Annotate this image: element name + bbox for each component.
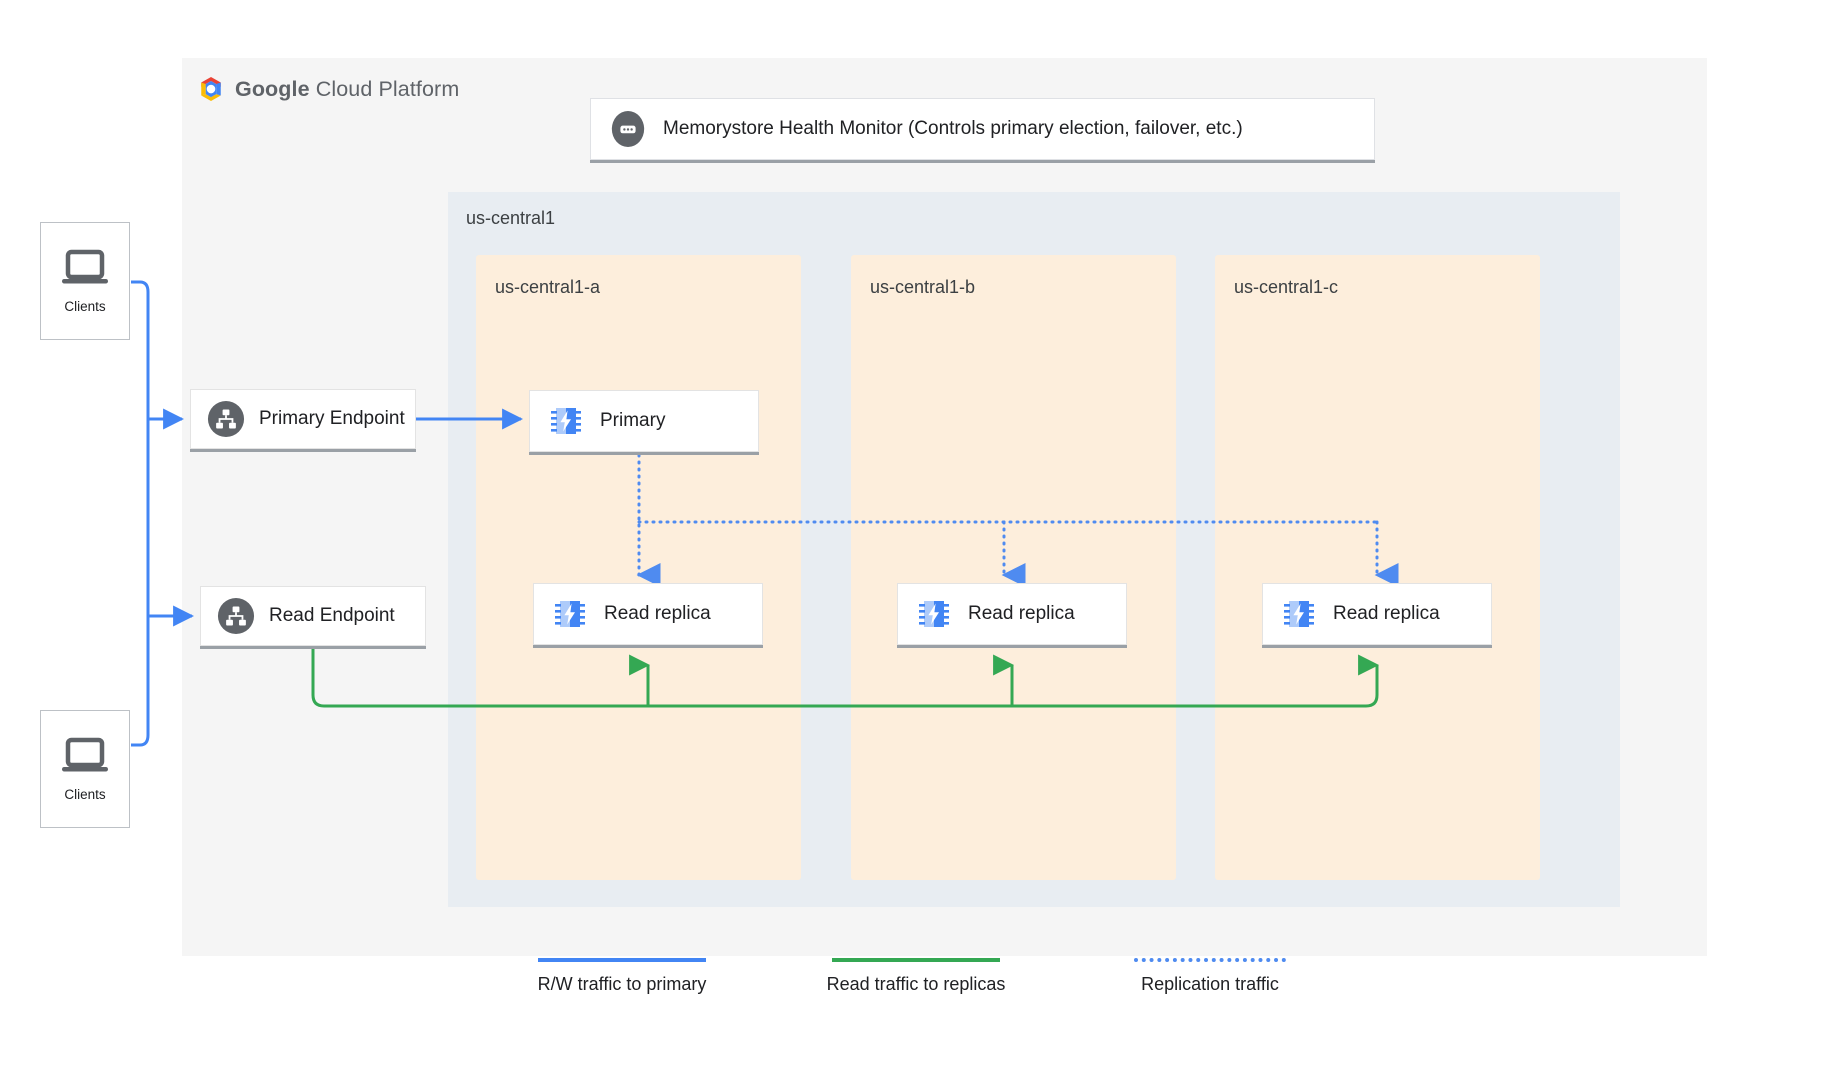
read-replica-c-label: Read replica (1333, 603, 1440, 624)
legend-label-read: Read traffic to replicas (826, 974, 1006, 994)
primary-endpoint-label: Primary Endpoint (259, 408, 405, 429)
zone-label-b: us-central1-b (870, 277, 976, 297)
gcp-wordmark-google: Google (235, 76, 310, 101)
memorystore-chip-icon (551, 408, 581, 434)
legend-item-read-traffic: Read traffic to replicas (801, 958, 1031, 995)
legend-swatch-rw (538, 958, 706, 962)
read-replica-b-label: Read replica (968, 603, 1075, 624)
client-node-top[interactable]: Clients (40, 222, 130, 340)
zone-us-central1-b: us-central1-b (851, 255, 1176, 880)
legend-label-rw: R/W traffic to primary (537, 974, 707, 994)
laptop-icon (62, 249, 108, 283)
legend: R/W traffic to primary Read traffic to r… (0, 958, 1832, 995)
memorystore-read-replica-b[interactable]: Read replica (897, 583, 1127, 645)
memorystore-chip-icon (919, 601, 949, 627)
google-cloud-hexagon-icon (201, 77, 221, 101)
zone-us-central1-c: us-central1-c (1215, 255, 1540, 880)
memorystore-read-replica-a[interactable]: Read replica (533, 583, 763, 645)
primary-node-label: Primary (600, 410, 666, 431)
legend-item-rw-traffic: R/W traffic to primary (507, 958, 737, 995)
legend-label-replication: Replication traffic (1141, 974, 1279, 994)
legend-swatch-read (832, 958, 1000, 962)
memorystore-read-replica-c[interactable]: Read replica (1262, 583, 1492, 645)
health-monitor-label: Memorystore Health Monitor (Controls pri… (663, 118, 1243, 139)
read-endpoint-label: Read Endpoint (269, 605, 395, 626)
laptop-icon (62, 737, 108, 771)
zone-us-central1-a: us-central1-a (476, 255, 801, 880)
zone-label-a: us-central1-a (495, 277, 601, 297)
health-monitor-card[interactable]: Memorystore Health Monitor (Controls pri… (590, 98, 1375, 160)
zone-label-c: us-central1-c (1234, 277, 1339, 297)
memorystore-chip-icon (1284, 601, 1314, 627)
read-replica-a-label: Read replica (604, 603, 711, 624)
endpoint-network-icon (207, 400, 245, 438)
primary-endpoint-node[interactable]: Primary Endpoint (190, 389, 416, 449)
client-node-bottom[interactable]: Clients (40, 710, 130, 828)
endpoint-network-icon (217, 597, 255, 635)
legend-swatch-replication (1134, 958, 1286, 962)
memorystore-primary-node[interactable]: Primary (529, 390, 759, 452)
wire-clients-bus (131, 280, 150, 747)
gcp-wordmark: Google Cloud Platform (235, 77, 459, 102)
gcp-wordmark-cloud-platform: Cloud Platform (309, 76, 460, 101)
read-endpoint-node[interactable]: Read Endpoint (200, 586, 426, 646)
client-label-bottom: Clients (64, 786, 106, 802)
memorystore-chip-icon (555, 601, 585, 627)
client-label-top: Clients (64, 298, 106, 314)
google-cloud-platform-logo: Google Cloud Platform (196, 72, 459, 106)
legend-item-replication-traffic: Replication traffic (1095, 958, 1325, 995)
health-monitor-icon (611, 110, 645, 148)
region-label: us-central1 (466, 208, 556, 228)
